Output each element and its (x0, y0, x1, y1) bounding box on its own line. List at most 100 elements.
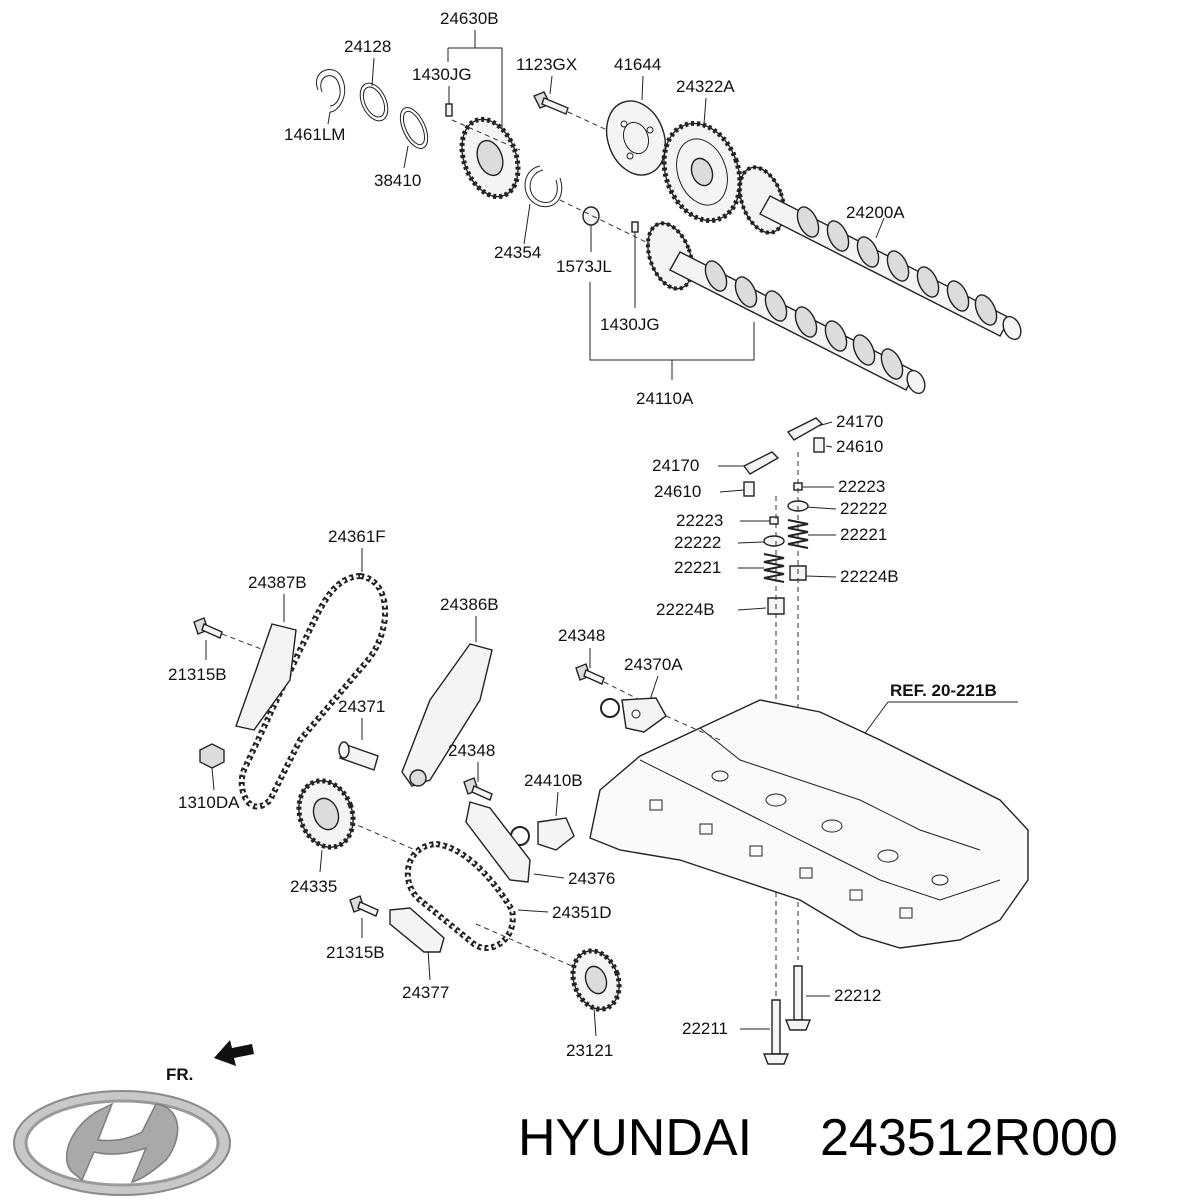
pin-1430JG-a (445, 103, 453, 117)
ring-24128 (359, 82, 389, 122)
guide-24387B (235, 623, 297, 731)
tensioner-24370A (600, 697, 667, 733)
bolt-1123GX (533, 91, 569, 115)
label-24170-a: 24170 (836, 412, 883, 431)
leader-22222-a (805, 506, 837, 510)
leader-24128 (371, 57, 375, 87)
rocker-24170-b (742, 451, 780, 475)
label-24351D: 24351D (552, 903, 612, 922)
axis-24348-a (603, 681, 641, 701)
valve-22211 (762, 999, 790, 1065)
hyundai-logo-icon (13, 1090, 231, 1196)
ring-38410 (399, 107, 429, 149)
label-24354: 24354 (494, 243, 541, 262)
front-direction-arrow-icon (214, 1040, 254, 1066)
sprocket-23121 (570, 948, 622, 1012)
label-24386B: 24386B (440, 595, 499, 614)
nut-1310DA (199, 743, 225, 769)
leader-24335 (319, 849, 323, 873)
label-24348-b: 24348 (448, 741, 495, 760)
leader-24354 (523, 203, 531, 245)
guide-24386B-pivot (409, 769, 427, 787)
axis-upper (451, 119, 521, 151)
plate-41644 (605, 100, 667, 176)
leader-1310DA (211, 767, 215, 791)
leader-1123GX (549, 75, 553, 95)
clip-24354-inner (529, 169, 558, 203)
leader-23121 (593, 1007, 597, 1037)
snap-ring-1461LM (315, 69, 346, 113)
label-22222-a: 22222 (840, 499, 887, 518)
label-24348-a: 24348 (558, 626, 605, 645)
label-22211: 22211 (682, 1019, 728, 1038)
label-21315B-a: 21315B (168, 665, 227, 684)
label-24387B: 24387B (248, 573, 307, 592)
axis-24335 (349, 821, 421, 853)
sprocket-24630B (459, 116, 521, 200)
leader-24610-a (825, 445, 833, 448)
axis-24370A (665, 715, 721, 741)
pin-1430JG-b (631, 221, 639, 233)
camshaft-24200A (737, 165, 1022, 341)
leader-22222-b (737, 541, 765, 544)
chain-24351D (404, 840, 516, 951)
leader-24322A (703, 97, 707, 125)
camshaft-24110A (645, 221, 926, 395)
ring-38410-inner (402, 110, 426, 146)
guide-24377 (389, 907, 445, 953)
clip-24354 (524, 165, 563, 208)
label-24377: 24377 (402, 983, 449, 1002)
label-22221-b: 22221 (674, 558, 721, 577)
bolt-21315B-a (193, 617, 223, 639)
label-fr: FR. (166, 1065, 193, 1084)
brand-name: HYUNDAI (518, 1109, 753, 1167)
label-22221-a: 22221 (840, 525, 887, 544)
label-24110A: 24110A (636, 389, 694, 408)
label-24322A: 24322A (676, 77, 735, 96)
label-1430JG-a: 1430JG (412, 65, 472, 84)
label-22222-b: 22222 (674, 533, 721, 552)
leader-24376 (533, 873, 565, 879)
pin-24371 (338, 741, 379, 771)
part-number: 243512R000 (820, 1109, 1118, 1167)
leader-ref (859, 701, 1018, 741)
label-41644: 41644 (614, 55, 661, 74)
ring-24128-inner (362, 86, 386, 118)
label-22223-b: 22223 (676, 511, 723, 530)
label-1123GX: 1123GX (516, 55, 577, 74)
leader-22224B-b (737, 607, 767, 611)
guide-24376 (465, 801, 531, 883)
label-24610-a: 24610 (836, 437, 883, 456)
leader-1461LM (327, 111, 331, 125)
label-22224B-a: 22224B (840, 567, 899, 586)
label-24630B: 24630B (440, 9, 499, 28)
label-38410: 38410 (374, 171, 421, 190)
label-24361F: 24361F (328, 527, 386, 546)
leader-38410 (403, 145, 409, 169)
bolt-24348-a (575, 663, 605, 685)
label-24170-b: 24170 (652, 456, 699, 475)
leader-22224B-a (805, 575, 837, 578)
snap-ring-1461LM-inner (320, 75, 341, 107)
valve-22212 (784, 965, 812, 1031)
gear-24322A (661, 120, 743, 224)
label-1573JL: 1573JL (556, 257, 612, 276)
label-1430JG-b: 1430JG (600, 315, 660, 334)
spring-22221-b (763, 553, 785, 583)
lifter-24610-a (813, 437, 825, 453)
keeper-22223-b (769, 516, 779, 525)
label-24335: 24335 (290, 877, 337, 896)
label-24410B: 24410B (524, 771, 583, 790)
cap-1573JL (582, 206, 600, 226)
leader-41644 (641, 75, 644, 101)
leader-24630B (447, 30, 503, 130)
axis-23121 (475, 923, 573, 967)
label-21315B-b: 21315B (326, 943, 385, 962)
label-23121: 23121 (566, 1041, 613, 1060)
label-24128: 24128 (344, 37, 391, 56)
cylinder-head-ref (589, 699, 1029, 949)
label-1310DA: 1310DA (178, 793, 240, 812)
label-24370A: 24370A (624, 655, 683, 674)
label-24376: 24376 (568, 869, 615, 888)
